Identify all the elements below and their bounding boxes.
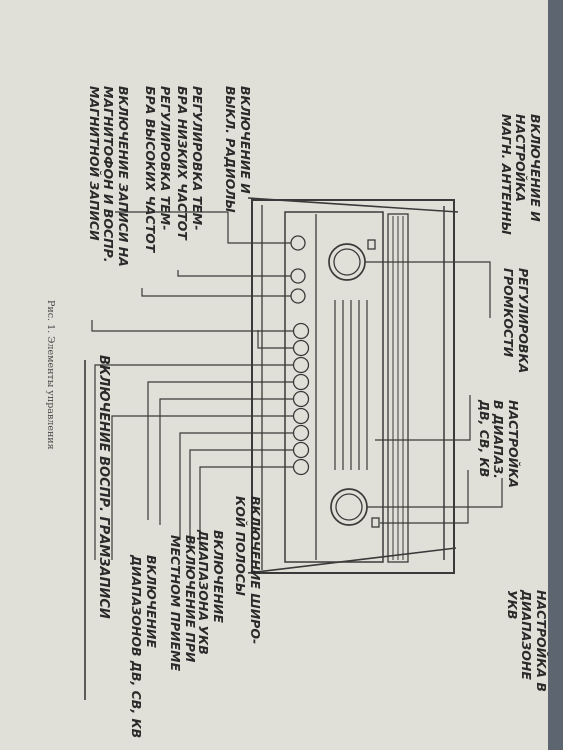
label-local: ВКЛЮЧЕНИЕ ПРИ МЕСТНОМ ПРИЕМЕ [168,535,199,672]
label-bands-am: ВКЛЮЧЕНИЕ ДИАПАЗОНОВ ДВ, СВ, КВ [129,555,160,739]
front-panel [284,211,384,563]
indicator-window-bottom [371,517,380,528]
cabinet-outline [251,199,455,574]
label-volume: РЕГУЛИРОВКА ГРОМКОСТИ [501,268,532,374]
dial-scale-lines [334,300,368,470]
treble-knob[interactable] [290,288,306,304]
power-knob[interactable] [290,235,306,251]
push-buttons[interactable] [292,322,310,476]
label-wideband: ВКЛЮЧЕНИЕ ШИРО- КОЙ ПОЛОСЫ [233,496,264,645]
side-strip [387,213,409,563]
volume-knob[interactable] [328,243,366,281]
side-strip-hatching [392,216,404,560]
paper-sheet [0,0,548,750]
leader-lines-left [84,211,293,700]
label-phono: ВКЛЮЧЕНИЕ ВОСПР. ГРАМЗАПИСИ [96,355,111,619]
label-antenna: ВКЛЮЧЕНИЕ И НАСТРОЙКА МАГН. АНТЕННЫ [499,114,543,235]
label-tuning-ukv: НАСТРОЙКА В ДИАПАЗОНЕ УКВ [505,590,549,692]
label-tape-record: ВКЛЮЧЕНИЕ ЗАПИСИ НА МАГНИТОФОН И ВОСПР. … [87,86,131,267]
tuning-ukv-knob[interactable] [330,488,368,526]
indicator-window-top [367,239,376,250]
label-band-ukv: ВКЛЮЧЕНИЕ ДИАПАЗОНА УКВ [196,530,227,655]
cabinet-bottom-edge [247,547,457,574]
bass-knob[interactable] [290,268,306,284]
label-treble-tone: РЕГУЛИРОВКА ТЕМ- БРА ВЫСОКИХ ЧАСТОТ [143,86,174,253]
label-power-radio: ВКЛЮЧЕНИЕ И ВЫКЛ. РАДИОЛЫ [223,86,254,213]
label-tuning-am: НАСТРОЙКА В ДИАПАЗ. ДВ, СВ, КВ [477,400,521,488]
cabinet-top-edge [247,197,459,213]
label-bass-tone: РЕГУЛИРОВКА ТЕМ- БРА НИЗКИХ ЧАСТОТ [175,86,206,240]
leader-lines-right [365,261,503,524]
figure-caption: Рис. 1. Элементы управления [45,300,56,450]
